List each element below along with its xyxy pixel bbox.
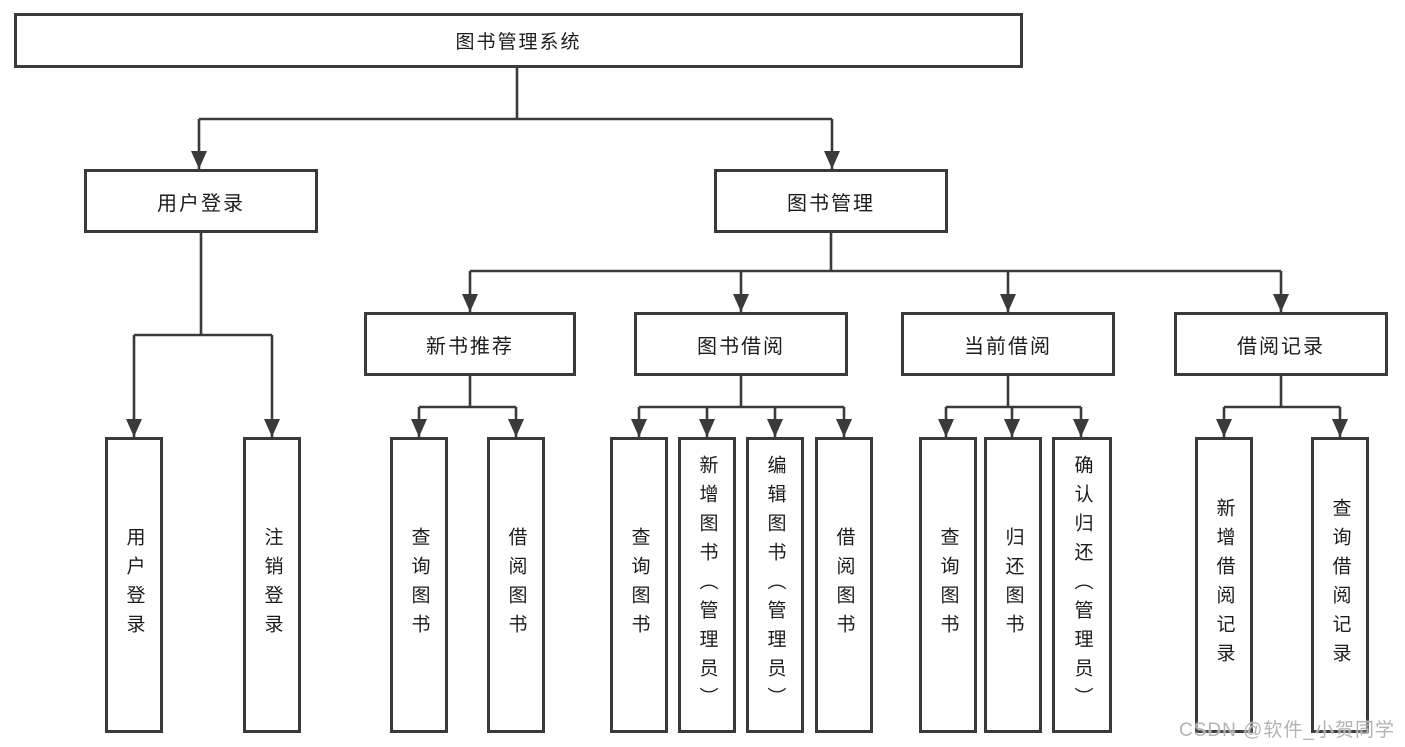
- watermark: CSDN @软件_小贺同学: [1179, 720, 1395, 741]
- node-leaf-query-borrow-record: 查询借阅记录: [1311, 437, 1369, 733]
- node-label: 注销登录: [261, 527, 283, 643]
- node-label: 借阅图书: [505, 527, 527, 643]
- node-current-borrow: 当前借阅: [901, 312, 1115, 376]
- node-label: 编辑图书（管理员）: [764, 454, 786, 716]
- node-leaf-user-login: 用户登录: [105, 437, 163, 733]
- node-label: 归还图书: [1002, 527, 1024, 643]
- node-label: 查询借阅记录: [1329, 498, 1351, 672]
- node-book-borrow: 图书借阅: [634, 312, 848, 376]
- node-leaf-add-borrow-record: 新增借阅记录: [1195, 437, 1253, 733]
- node-label: 新增借阅记录: [1213, 498, 1235, 672]
- node-label: 用户登录: [123, 527, 145, 643]
- node-leaf-edit-books-admin: 编辑图书（管理员）: [746, 437, 804, 733]
- node-label: 图书管理: [787, 192, 875, 215]
- node-new-book-recommend: 新书推荐: [364, 312, 576, 376]
- node-label: 图书借阅: [697, 335, 785, 358]
- node-leaf-confirm-return-admin: 确认归还（管理员）: [1052, 437, 1112, 733]
- node-root: 图书管理系统: [14, 13, 1023, 68]
- node-label: 图书管理系统: [455, 32, 582, 53]
- node-label: 查询图书: [937, 527, 959, 643]
- node-label: 新书推荐: [426, 335, 514, 358]
- node-leaf-query-books-current: 查询图书: [919, 437, 977, 733]
- node-borrow-records: 借阅记录: [1174, 312, 1388, 376]
- node-leaf-return-books: 归还图书: [984, 437, 1042, 733]
- node-label: 借阅记录: [1237, 335, 1325, 358]
- node-label: 查询图书: [628, 527, 650, 643]
- node-leaf-query-books-recommend: 查询图书: [390, 437, 448, 733]
- node-leaf-add-books-admin: 新增图书（管理员）: [678, 437, 736, 733]
- node-book-management: 图书管理: [714, 169, 948, 233]
- node-label: 新增图书（管理员）: [696, 454, 718, 716]
- node-user-login: 用户登录: [84, 169, 318, 233]
- node-label: 借阅图书: [833, 527, 855, 643]
- node-label: 当前借阅: [964, 335, 1052, 358]
- node-label: 查询图书: [408, 527, 430, 643]
- node-leaf-borrow-books-recommend: 借阅图书: [487, 437, 545, 733]
- node-label: 用户登录: [157, 192, 245, 215]
- node-label: 确认归还（管理员）: [1071, 454, 1093, 716]
- node-leaf-logout: 注销登录: [243, 437, 301, 733]
- node-leaf-query-books-borrow: 查询图书: [610, 437, 668, 733]
- node-leaf-borrow-books: 借阅图书: [815, 437, 873, 733]
